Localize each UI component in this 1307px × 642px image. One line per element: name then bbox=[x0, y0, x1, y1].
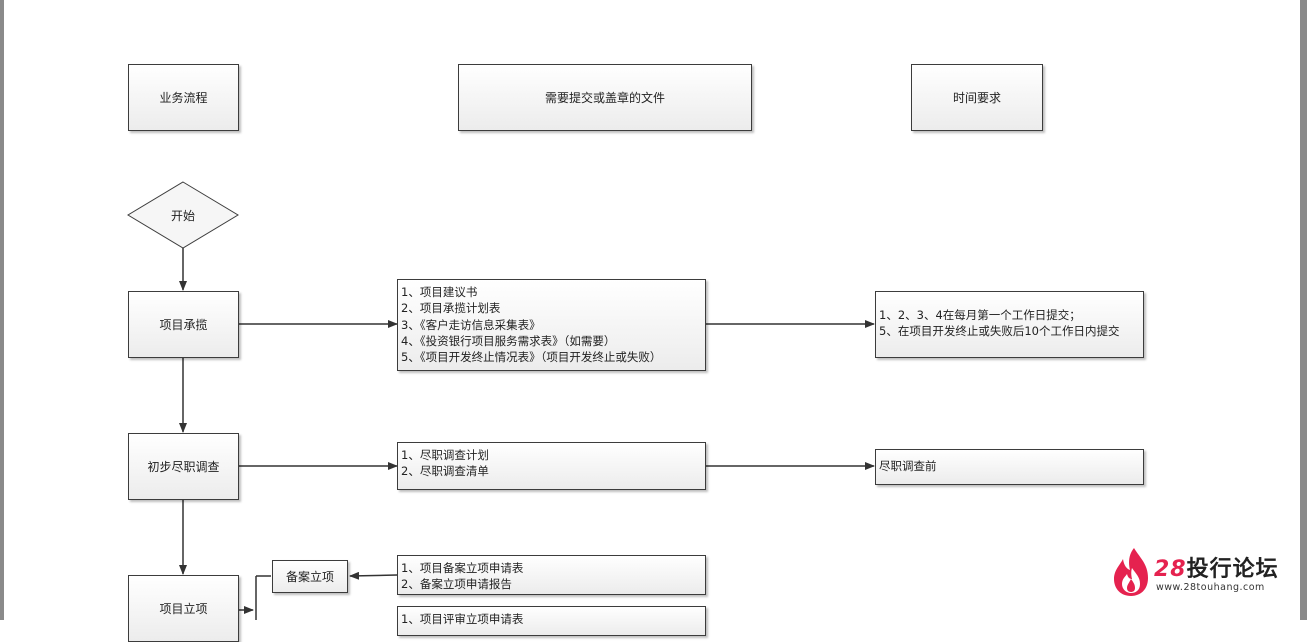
node-project-approval-label: 项目立项 bbox=[159, 602, 208, 616]
header-process: 业务流程 bbox=[128, 64, 239, 131]
header-process-label: 业务流程 bbox=[159, 91, 208, 105]
watermark-name: 投行论坛 bbox=[1186, 557, 1279, 582]
node-project-undertake-label: 项目承揽 bbox=[159, 318, 208, 332]
docs-due-diligence: 1、尽职调查计划 2、尽职调查清单 bbox=[397, 442, 706, 490]
connector-filingdocs-to-filing bbox=[349, 571, 398, 580]
time-line: 尽职调查前 bbox=[879, 459, 937, 473]
time-line: 1、2、3、4在每月第一个工作日提交； bbox=[879, 308, 1081, 322]
node-filing-approval-label: 备案立项 bbox=[285, 570, 334, 584]
node-filing-approval: 备案立项 bbox=[272, 560, 348, 593]
header-time: 时间要求 bbox=[911, 64, 1043, 131]
watermark-logo: 28投行论坛 www.28touhang.com bbox=[1112, 544, 1292, 600]
doc-line: 5、《项目开发终止情况表》（项目开发终止或失败） bbox=[401, 350, 662, 365]
doc-line: 3、《客户走访信息采集表》 bbox=[401, 317, 541, 332]
header-documents-label: 需要提交或盖章的文件 bbox=[544, 91, 665, 105]
node-project-approval: 项目立项 bbox=[128, 575, 239, 642]
watermark-url: www.28touhang.com bbox=[1156, 582, 1265, 593]
header-documents: 需要提交或盖章的文件 bbox=[458, 64, 752, 131]
doc-line: 1、项目评审立项申请表 bbox=[401, 612, 524, 626]
docs-filing-approval: 1、项目备案立项申请表 2、备案立项申请报告 bbox=[397, 555, 706, 595]
time-project-undertake: 1、2、3、4在每月第一个工作日提交； 5、在项目开发终止或失败后10个工作日内… bbox=[875, 291, 1144, 358]
node-initial-due-diligence-label: 初步尽职调查 bbox=[147, 460, 220, 474]
window-edge-left bbox=[0, 0, 4, 620]
header-time-label: 时间要求 bbox=[952, 91, 1001, 105]
watermark-title: 28投行论坛 bbox=[1154, 551, 1279, 583]
doc-line: 2、备案立项申请报告 bbox=[401, 577, 512, 592]
doc-line: 2、尽职调查清单 bbox=[401, 464, 489, 479]
doc-line: 1、项目备案立项申请表 bbox=[401, 561, 524, 575]
node-project-undertake: 项目承揽 bbox=[128, 291, 239, 358]
docs-review-approval: 1、项目评审立项申请表 bbox=[397, 606, 706, 636]
flame-icon bbox=[1114, 548, 1148, 596]
doc-line: 4、《投资银行项目服务需求表》（如需要） bbox=[401, 333, 616, 348]
watermark-number: 28 bbox=[1154, 557, 1187, 582]
docs-project-undertake: 1、项目建议书 2、项目承揽计划表 3、《客户走访信息采集表》 4、《投资银行项… bbox=[397, 279, 706, 371]
doc-line: 2、项目承揽计划表 bbox=[401, 301, 501, 316]
doc-line: 1、尽职调查计划 bbox=[401, 448, 489, 462]
doc-line: 1、项目建议书 bbox=[401, 285, 478, 299]
flowchart-connectors bbox=[127, 181, 875, 620]
start-node-label: 开始 bbox=[170, 208, 195, 223]
node-initial-due-diligence: 初步尽职调查 bbox=[128, 433, 239, 500]
time-due-diligence: 尽职调查前 bbox=[875, 449, 1144, 485]
window-edge-right bbox=[1300, 0, 1307, 620]
time-line: 5、在项目开发终止或失败后10个工作日内提交 bbox=[879, 324, 1120, 339]
